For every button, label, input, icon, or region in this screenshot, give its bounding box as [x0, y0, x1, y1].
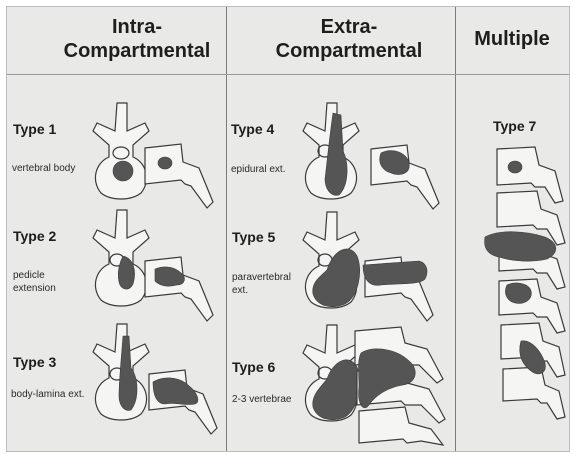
type-2-label: Type 2	[13, 228, 56, 244]
type-5-label: Type 5	[232, 229, 275, 245]
header-divider	[7, 74, 569, 75]
type-7-label: Type 7	[493, 118, 536, 134]
header-line-1: Intra-	[47, 15, 227, 39]
type-3-label: Type 3	[13, 354, 56, 370]
type-4-desc: epidural ext.	[231, 163, 285, 176]
type-4-axial-vertebra	[297, 101, 367, 201]
intra-compartmental-header: Intra- Compartmental	[47, 15, 227, 63]
header-line-1: Multiple	[457, 27, 567, 51]
type-3-lateral-vertebra	[145, 364, 225, 439]
header-line-2: Compartmental	[47, 39, 227, 63]
type-2-desc: pedicle extension	[13, 269, 56, 295]
type-7-lateral-spine	[485, 145, 565, 435]
type-2-lateral-vertebra	[141, 251, 221, 326]
type-6-lateral-spine	[351, 323, 451, 448]
type-4-label: Type 4	[231, 121, 274, 137]
type-3-desc: body-lamina ext.	[11, 388, 84, 401]
type-6-label: Type 6	[232, 359, 275, 375]
multiple-header: Multiple	[457, 27, 567, 51]
type-5-lateral-vertebra	[361, 251, 441, 326]
type-1-lateral-vertebra	[141, 138, 221, 213]
classification-diagram: Intra- Compartmental Extra- Compartmenta…	[6, 6, 570, 452]
type-6-desc: 2-3 vertebrae	[232, 393, 291, 406]
type-5-axial-vertebra	[297, 210, 367, 310]
type-5-desc: paravertebral ext.	[232, 271, 291, 297]
type-1-label: Type 1	[13, 121, 56, 137]
type-1-desc: vertebral body	[12, 162, 75, 175]
header-line-2: Compartmental	[259, 39, 439, 63]
extra-compartmental-header: Extra- Compartmental	[259, 15, 439, 63]
type-4-lateral-vertebra	[367, 139, 447, 214]
header-line-1: Extra-	[259, 15, 439, 39]
